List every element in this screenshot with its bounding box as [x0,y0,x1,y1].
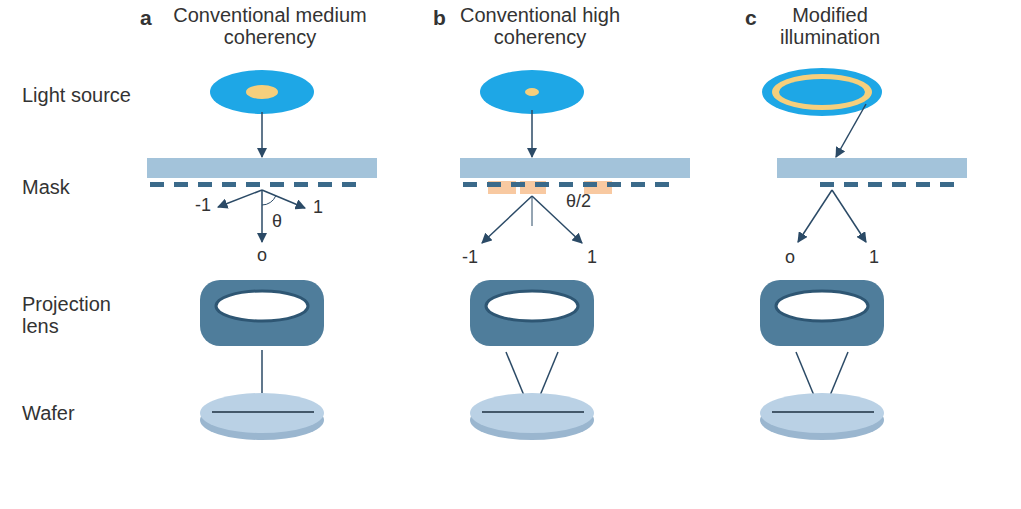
diffracted-ray [261,190,263,242]
mask-pattern [246,182,260,187]
mask-pattern [511,182,525,187]
wafer [482,411,584,413]
order-label: o [252,246,272,266]
row-label: Light source [22,84,132,106]
order-label: 1 [577,248,607,268]
wafer [772,411,874,413]
diffracted-ray [798,190,832,242]
column-title: Modified illumination [745,4,915,48]
light-source [480,70,584,114]
mask-pattern [607,182,621,187]
light-ray [836,104,866,157]
projection-lens [760,280,884,346]
diffracted-ray [482,196,532,243]
angle-label: θ [267,212,287,232]
diffracted-ray [218,190,262,207]
diffracted-ray [532,196,533,226]
diffracted-ray [218,190,866,243]
mask-pattern [631,182,645,187]
mask-pattern [916,182,930,187]
mask-pattern [463,182,477,187]
projection-lens [216,291,308,321]
mask-pattern [535,182,549,187]
projection-lens [486,291,578,321]
mask-pattern [270,182,284,187]
row-label: Projection lens [22,293,132,337]
light-ray [262,104,866,157]
order-label: -1 [188,196,218,216]
mask-pattern [940,182,954,187]
diffracted-ray [832,190,866,242]
mask-pattern [655,182,669,187]
order-label: 1 [864,248,884,268]
light-source [779,79,865,105]
panel-letter: c [745,6,765,29]
mask-pattern [174,182,188,187]
projection-lens [200,280,324,346]
mask [777,158,967,178]
mask-pattern [559,182,573,187]
mask-pattern [222,182,236,187]
mask [460,158,690,178]
mask [147,158,967,194]
projection-lens [200,280,884,346]
panel-letter: b [433,6,453,29]
mask-pattern [150,182,164,187]
column-title: Conventional medium coherency [165,4,375,48]
wafer [200,393,884,440]
mask-pattern [868,182,882,187]
order-label: -1 [455,248,485,268]
wafer [760,393,884,433]
mask-pattern [150,182,954,187]
mask-pattern [342,182,356,187]
light-source [772,74,872,110]
light-ray [261,112,263,157]
projection-lens [776,291,868,321]
light-source [525,88,539,96]
mask-pattern [583,182,597,187]
row-label: Mask [22,176,132,198]
light-ray [531,110,533,157]
mask-pattern [198,182,212,187]
order-label: 1 [303,198,333,218]
mask-pattern [844,182,858,187]
diffracted-ray [262,196,276,205]
diffracted-ray [262,190,305,208]
mask-pattern [487,182,501,187]
light-source [210,70,314,114]
mask-pattern [294,182,308,187]
light-source [246,85,278,99]
mask-pattern [892,182,906,187]
mask-pattern [318,182,332,187]
projection-lens [470,280,594,346]
order-label: o [780,248,800,268]
wafer [470,393,594,433]
angle-label: θ/2 [566,192,610,212]
column-title: Conventional high coherency [435,4,645,48]
light-source [210,68,882,116]
row-label: Wafer [22,402,132,424]
wafer [200,393,324,433]
panel-letter: a [140,6,160,29]
mask [147,158,377,178]
mask-pattern [820,182,834,187]
wafer [212,411,314,413]
